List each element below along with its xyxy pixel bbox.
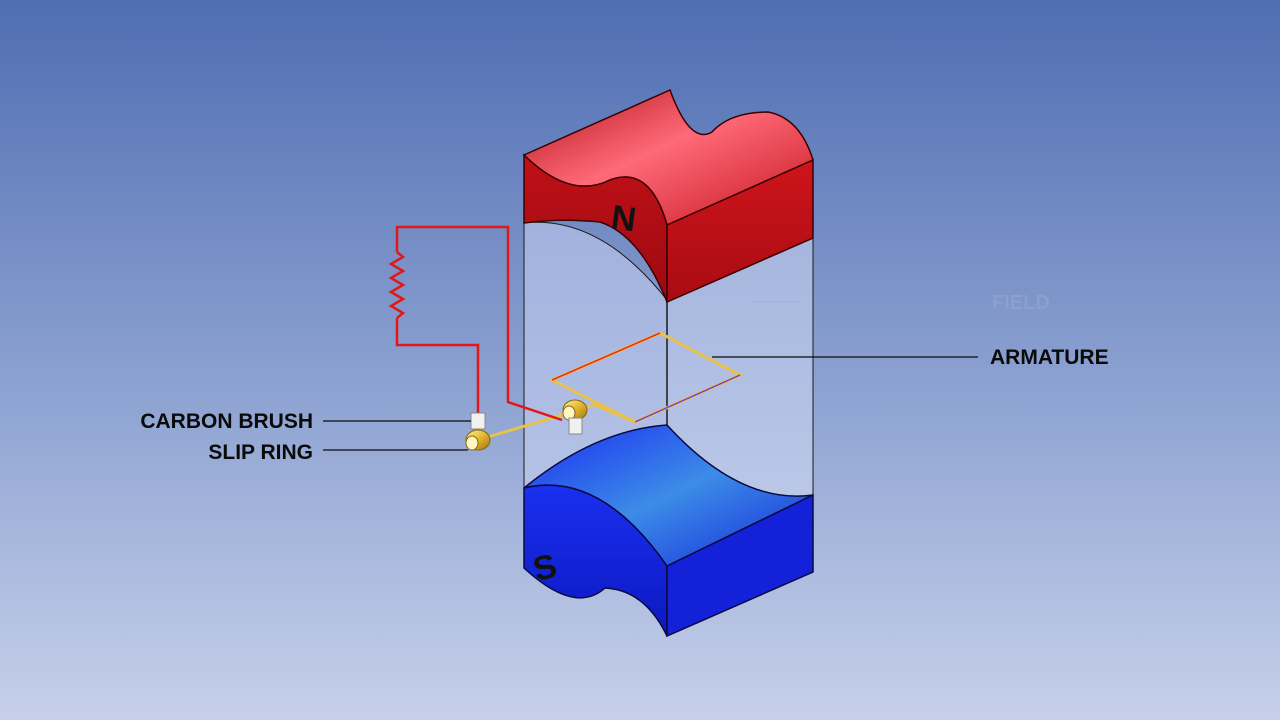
north-pole-label: N [609,198,639,239]
external-circuit [388,225,563,422]
slip-ring-callout: SLIP RING [208,441,468,464]
slip-ring-rear [562,399,588,435]
slip-ring-front [465,429,491,451]
field-label: FIELD [992,292,1050,314]
carbon-brush-label: CARBON BRUSH [140,410,313,433]
resistor-icon [388,251,406,319]
slip-ring-label: SLIP RING [208,441,313,464]
carbon-brush-front [470,412,486,430]
armature-label: ARMATURE [990,346,1109,369]
north-pole-magnet: N [522,88,814,304]
carbon-brush-callout: CARBON BRUSH [140,410,471,433]
armature-callout: ARMATURE [712,346,1109,369]
